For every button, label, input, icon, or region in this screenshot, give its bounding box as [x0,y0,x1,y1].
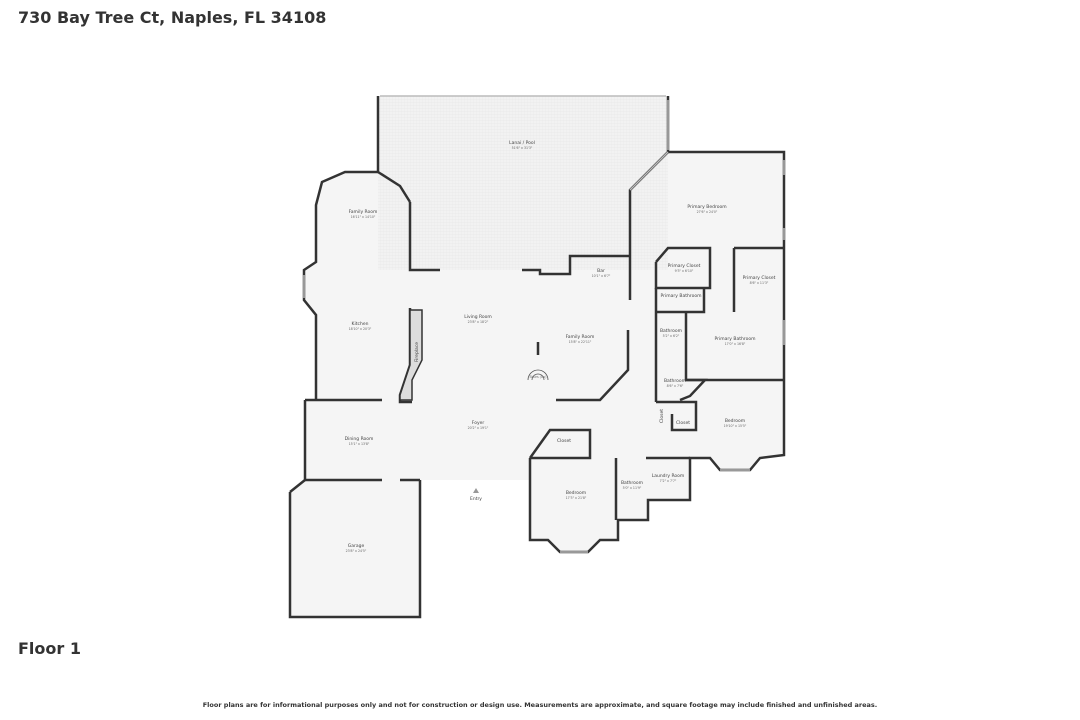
svg-text:Foyer: Foyer [472,420,485,426]
svg-text:Bathroom: Bathroom [621,480,643,486]
svg-text:Bathroom: Bathroom [664,378,686,384]
svg-text:15'1" x 13'8": 15'1" x 13'8" [349,442,370,446]
svg-text:10'1" x 6'7": 10'1" x 6'7" [592,274,611,278]
svg-text:Family Room: Family Room [349,209,378,215]
svg-text:Closet: Closet [557,438,571,444]
svg-text:18'10" x 20'3": 18'10" x 20'3" [349,327,372,331]
svg-text:7'2" x 7'7": 7'2" x 7'7" [660,479,677,483]
svg-text:Closet: Closet [659,409,665,423]
svg-text:16'11" x 14'10": 16'11" x 14'10" [351,215,376,219]
svg-text:15'8" x 22'11": 15'8" x 22'11" [569,340,592,344]
svg-text:Living Room: Living Room [464,314,492,320]
fireplace [399,309,423,401]
svg-text:51'6" x 31'3": 51'6" x 31'3" [512,146,533,150]
floor-label: Floor 1 [18,639,81,658]
windows [303,95,785,553]
svg-text:Primary Bedroom: Primary Bedroom [687,204,726,210]
svg-text:Garage: Garage [348,543,365,549]
disclaimer: Floor plans are for informational purpos… [202,701,878,709]
svg-text:Primary Closet: Primary Closet [668,263,701,269]
svg-text:Laundry Room: Laundry Room [652,473,685,479]
svg-text:5'0" x 11'9": 5'0" x 11'9" [623,486,642,490]
svg-text:20'2" x 19'1": 20'2" x 19'1" [468,426,489,430]
svg-text:8'6" x 11'3": 8'6" x 11'3" [750,281,769,285]
svg-text:Lanai / Pool: Lanai / Pool [509,140,535,146]
svg-text:17'0" x 16'8": 17'0" x 16'8" [725,342,746,346]
svg-text:Stairs (Up): Stairs (Up) [530,375,547,379]
svg-text:19'10" x 15'5": 19'10" x 15'5" [724,424,747,428]
svg-text:5'2" x 6'2": 5'2" x 6'2" [663,334,680,338]
svg-text:Bedroom: Bedroom [566,490,586,496]
property-address: 730 Bay Tree Ct, Naples, FL 34108 [18,8,327,27]
svg-text:Kitchen: Kitchen [352,321,369,327]
svg-text:Bedroom: Bedroom [725,418,745,424]
stairs-icon [527,369,549,381]
svg-text:Primary Bathroom: Primary Bathroom [715,336,756,342]
svg-text:8'6" x 7'6": 8'6" x 7'6" [667,384,684,388]
entry-arrow-icon [473,488,479,493]
svg-text:Bar: Bar [597,268,605,274]
svg-text:Closet: Closet [676,420,690,426]
svg-text:Fireplace: Fireplace [414,342,420,362]
svg-text:23'8" x 18'2": 23'8" x 18'2" [468,320,489,324]
svg-text:23'8" x 24'5": 23'8" x 24'5" [346,549,367,553]
svg-text:Family Room: Family Room [566,334,595,340]
svg-text:17'3" x 21'8": 17'3" x 21'8" [566,496,587,500]
svg-text:27'6" x 24'0": 27'6" x 24'0" [697,210,718,214]
svg-text:9'3" x 6'10": 9'3" x 6'10" [675,269,694,273]
svg-text:Primary Bathroom: Primary Bathroom [661,293,702,299]
svg-text:Entry: Entry [470,496,482,502]
svg-text:Dining Room: Dining Room [345,436,374,442]
svg-text:Primary Closet: Primary Closet [743,275,776,281]
svg-text:Bathroom: Bathroom [660,328,682,334]
